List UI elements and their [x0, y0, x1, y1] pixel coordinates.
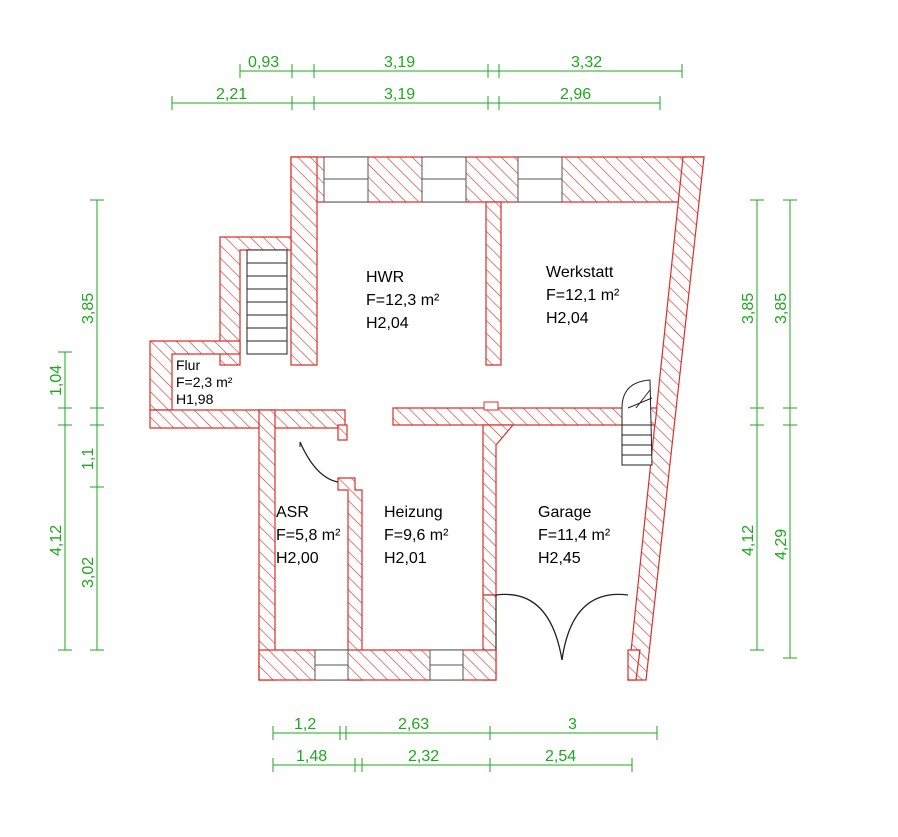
room-name: Werkstatt — [546, 264, 614, 281]
dim-left-outer-c: 3,02 — [80, 557, 97, 588]
room-name: Garage — [538, 504, 591, 521]
wall-right — [627, 156, 705, 681]
room-label-werkstatt: Werkstatt F=12,1 m² H2,04 — [546, 264, 620, 327]
room-label-garage: Garage F=11,4 m² H2,45 — [538, 504, 611, 567]
room-area: F=11,4 m² — [538, 527, 611, 544]
dim-left-outer-a: 3,85 — [80, 293, 97, 324]
room-area: F=12,1 m² — [546, 287, 620, 304]
room-height: H2,04 — [546, 310, 589, 327]
dim-right-inner-a: 3,85 — [740, 293, 757, 324]
dim-bottom2-c: 2,54 — [545, 748, 576, 765]
dim-top2-b: 3,19 — [384, 86, 415, 103]
dim-left-inner-a: 1,04 — [48, 365, 65, 396]
dim-right-inner-b: 4,12 — [740, 525, 757, 556]
room-height: H2,00 — [276, 550, 319, 567]
room-label-hwr: HWR F=12,3 m² H2,04 — [366, 269, 440, 332]
wall-stair-enclosure — [219, 236, 292, 366]
room-height: H1,98 — [176, 391, 214, 407]
dim-bottom2-b: 2,32 — [408, 748, 439, 765]
room-area: F=2,3 m² — [176, 374, 233, 390]
room-label-asr: ASR F=5,8 m² H2,00 — [276, 504, 341, 567]
dim-top2-c: 2,96 — [560, 86, 591, 103]
door-asr — [299, 441, 339, 483]
doors — [299, 441, 629, 661]
wall-flur-bottom — [149, 409, 346, 429]
stairs-left — [246, 249, 288, 355]
room-area: F=12,3 m² — [366, 292, 440, 309]
door-garage-right — [561, 593, 629, 661]
dim-left-inner-b: 4,12 — [48, 525, 65, 556]
dim-bottom1-a: 1,2 — [294, 716, 316, 733]
wall-left-hwr — [290, 156, 318, 366]
dim-bottom1-b: 2,63 — [398, 716, 429, 733]
dim-right-outer-a: 3,85 — [773, 293, 790, 324]
room-area: F=5,8 m² — [276, 527, 341, 544]
dim-left-outer-b: 1,1 — [80, 448, 97, 470]
walls — [149, 156, 705, 681]
dim-top2-a: 2,21 — [216, 86, 247, 103]
room-height: H2,45 — [538, 550, 581, 567]
dim-top1-b: 3,19 — [384, 54, 415, 71]
dim-bottom1-c: 3 — [568, 716, 577, 733]
room-height: H2,01 — [384, 550, 427, 567]
room-name: HWR — [366, 269, 404, 286]
room-area: F=9,6 m² — [384, 527, 449, 544]
wall-hwr-werkstatt — [485, 201, 502, 366]
dim-right-outer-b: 4,29 — [773, 529, 790, 560]
room-name: Flur — [176, 357, 200, 373]
windows — [314, 156, 563, 681]
dim-bottom2-a: 1,48 — [296, 748, 327, 765]
stairs-right — [621, 379, 653, 466]
room-label-flur: Flur F=2,3 m² H1,98 — [176, 357, 233, 407]
wall-left-lower — [258, 409, 276, 681]
wall-heizung-garage — [482, 424, 515, 596]
room-name: ASR — [276, 504, 309, 521]
dimensions: 0,93 3,19 3,32 2,21 3,19 2,96 1,2 2,63 3… — [48, 54, 797, 772]
dim-top1-a: 0,93 — [248, 54, 279, 71]
dim-top1-c: 3,32 — [571, 54, 602, 71]
room-height: H2,04 — [366, 315, 409, 332]
room-label-heizung: Heizung F=9,6 m² H2,01 — [384, 504, 449, 567]
wall-bottom-right — [627, 649, 641, 681]
door-garage-left — [495, 593, 563, 661]
wall-middle-right — [392, 407, 658, 426]
wall-asr-heizung — [337, 424, 348, 441]
room-name: Heizung — [384, 504, 443, 521]
